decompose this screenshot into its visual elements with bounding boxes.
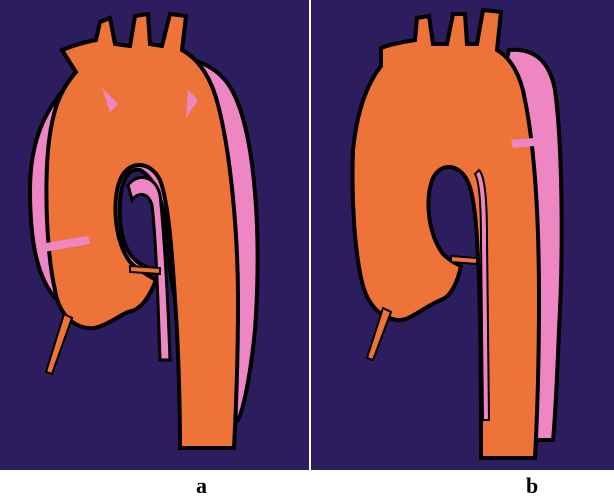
true-lumen-a — [46, 14, 238, 448]
aorta-illustration-b — [311, 0, 614, 470]
true-lumen-b — [352, 10, 539, 458]
panel-label-b: b — [526, 473, 538, 499]
panel-b-aortic-dissection-descending — [311, 0, 614, 470]
side-branch-b — [451, 256, 477, 264]
coronary-branch-b — [367, 308, 391, 360]
aorta-illustration-a — [0, 0, 309, 470]
panel-a-aortic-dissection-extensive — [0, 0, 309, 470]
side-branch-a — [130, 266, 160, 274]
panel-label-a: a — [196, 473, 207, 499]
coronary-branch-a — [46, 314, 72, 374]
